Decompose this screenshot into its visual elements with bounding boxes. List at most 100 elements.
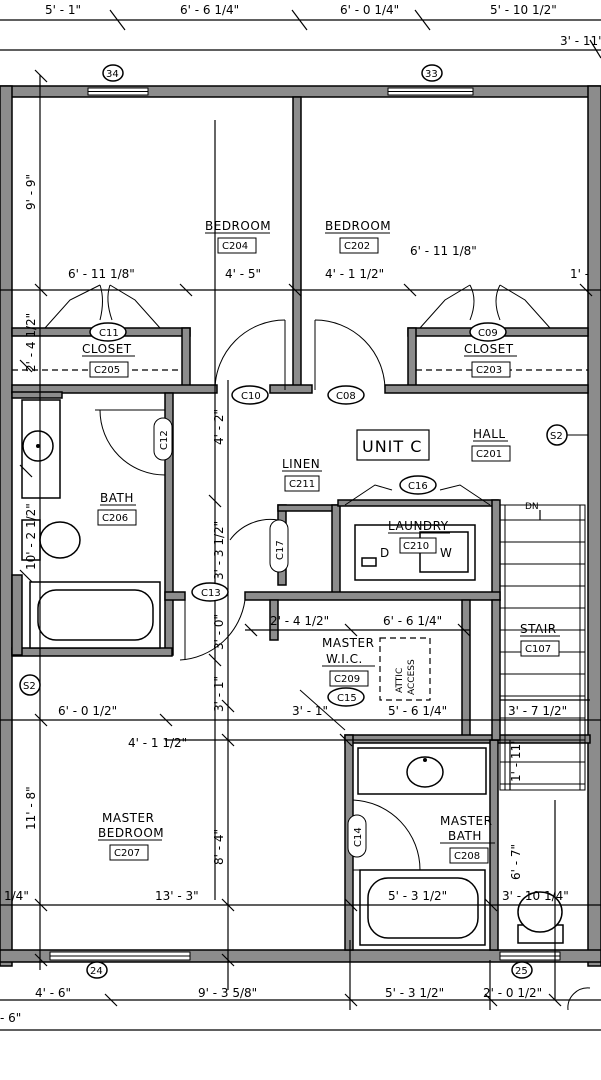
master-bath-tub [359,869,486,946]
dim-top-1: 5' - 1" [45,3,81,17]
door-tag-c15: C15 [327,687,365,707]
room-name: CLOSET [464,342,514,356]
room-code: C210 [403,541,429,552]
room-master-bedroom: MASTER BEDROOM C207 [98,811,164,861]
room-name: BEDROOM [205,219,271,233]
exterior-walls [0,85,601,967]
svg-text:6' - 7": 6' - 7" [509,844,523,880]
room-hall: HALL C201 [471,427,511,462]
stair-dn: DN [525,502,539,512]
room-code: C209 [334,674,360,685]
svg-text:3' - 3 1/2": 3' - 3 1/2" [212,521,226,580]
room-code: C201 [476,449,502,460]
svg-text:C17: C17 [275,540,286,560]
svg-text:34: 34 [106,69,119,80]
room-code: C206 [102,513,128,524]
door-tag-c10: C10 [231,385,269,405]
room-code: C207 [114,848,140,859]
master-bath-sink [357,747,487,795]
top-dimension-strings: 5' - 1" 6' - 6 1/4" 6' - 0 1/4" 5' - 10 … [0,3,601,59]
room-code: C208 [454,851,480,862]
room-master-bath: MASTER BATH C208 [440,814,495,864]
dim-bottom-3: 5' - 3 1/2" [385,986,444,1000]
svg-text:UNIT C: UNIT C [362,437,422,456]
svg-text:C14: C14 [353,827,364,847]
room-master-wic: MASTER W.I.C. C209 [322,636,375,687]
svg-text:1/4": 1/4" [4,889,29,903]
window-tag-25: 25 [511,961,533,979]
room-code: C203 [476,365,502,376]
svg-text:S2: S2 [550,431,563,442]
room-name-2: W.I.C. [326,652,363,666]
window-tag-34: 34 [102,64,124,82]
room-name-2: BEDROOM [98,826,164,840]
svg-text:24: 24 [90,966,103,977]
attic-access-outline [379,637,431,701]
door-tag-c08: C08 [327,385,365,405]
window-tag-33: 33 [421,64,443,82]
master-bath-toilet [517,891,564,944]
svg-text:1' - 11": 1' - 11" [509,738,523,782]
svg-text:C08: C08 [336,391,356,402]
bath-toilet [21,519,81,561]
door-swing-c08 [314,319,386,391]
room-linen: LINEN C211 [282,457,322,492]
svg-text:3' - 1": 3' - 1" [212,676,226,712]
door-tag: C09 [478,328,498,339]
attic-access-label: ATTIC ACCESS [395,659,417,695]
section-tag-left: S2 [19,674,41,696]
room-bedroom-a: BEDROOM C204 [205,219,271,254]
window-tag-24: 24 [86,961,108,979]
svg-text:ACCESS: ACCESS [407,659,417,695]
svg-text:33: 33 [425,69,438,80]
dim-bottom-1: 4' - 6" [35,986,71,1000]
dim-bottom-5: - 6" [0,1011,21,1025]
svg-text:25: 25 [515,966,528,977]
room-name: BEDROOM [325,219,391,233]
svg-text:5' - 3 1/2": 5' - 3 1/2" [388,889,447,903]
svg-text:5' - 6 1/4": 5' - 6 1/4" [388,704,447,718]
washer-label: W [440,546,452,560]
grid-lines [0,69,601,1011]
svg-text:3' - 1": 3' - 1" [292,704,328,718]
section-tag-right: S2 [546,424,588,446]
room-bedroom-b: BEDROOM C202 [325,219,391,254]
room-closet-a: C11 CLOSET C205 [82,322,135,378]
svg-text:6' - 11 1/8": 6' - 11 1/8" [410,244,477,258]
dim-top-2: 6' - 6 1/4" [180,3,239,17]
svg-text:11' - 8": 11' - 8" [24,786,38,830]
bath-sink [21,399,61,499]
dim-bottom-2: 9' - 3 5/8" [198,986,257,1000]
svg-text:1' -: 1' - [570,267,589,281]
svg-text:8' - 4": 8' - 4" [212,829,226,865]
door-tag-c12: C12 [153,417,173,461]
room-name: STAIR [520,622,557,636]
room-name: HALL [473,427,506,441]
room-code: C202 [344,241,370,252]
room-name: LINEN [282,457,320,471]
room-stair: DN STAIR C107 [520,502,560,657]
room-name-1: MASTER [440,814,492,828]
door-tag: C11 [99,328,119,339]
closet-door-right [419,284,551,329]
svg-text:3' - 0": 3' - 0" [212,614,226,650]
svg-text:2' - 4 1/2": 2' - 4 1/2" [270,614,329,628]
dim-top-4: 5' - 10 1/2" [490,3,557,17]
svg-text:C12: C12 [159,430,170,450]
svg-text:ATTIC: ATTIC [395,668,405,693]
room-code: C204 [222,241,248,252]
room-closet-b: C09 CLOSET C203 [464,322,517,378]
svg-text:6' - 11 1/8": 6' - 11 1/8" [68,267,135,281]
room-code: C211 [289,479,315,490]
svg-text:C13: C13 [201,588,221,599]
svg-text:4' - 2": 4' - 2" [212,409,226,445]
svg-text:6' - 6 1/4": 6' - 6 1/4" [383,614,442,628]
door-tag-c16: C16 [399,475,437,495]
room-laundry: LAUNDRY C210 D W [380,519,452,560]
svg-text:C16: C16 [408,481,428,492]
door-tag-c13: C13 [191,582,229,602]
svg-text:6' - 0 1/2": 6' - 0 1/2" [58,704,117,718]
unit-label: UNIT C [356,429,430,461]
svg-text:10' - 2 1/2": 10' - 2 1/2" [24,503,38,570]
door-tag-c17: C17 [269,519,289,573]
